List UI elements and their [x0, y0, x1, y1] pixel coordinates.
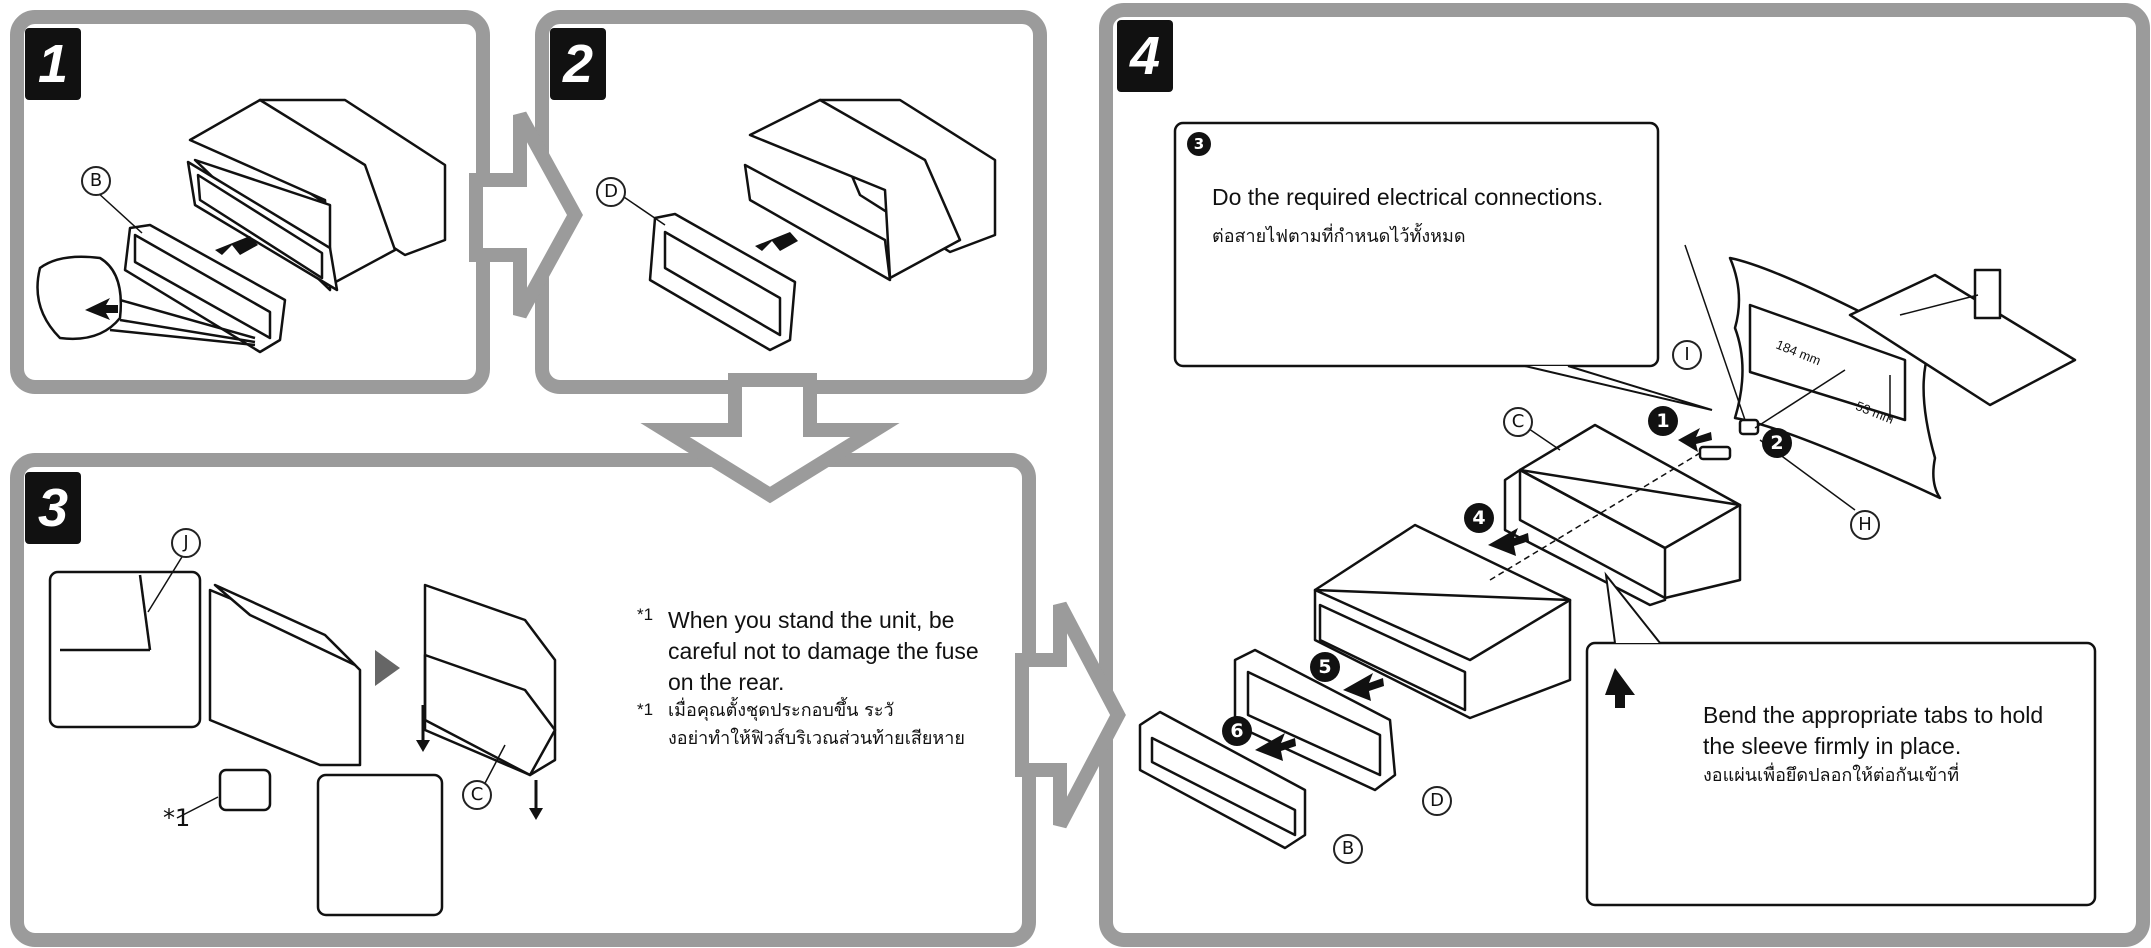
callout-step-3-badge: 3	[1187, 132, 1211, 156]
fuse-reference-marker: *1	[163, 804, 191, 832]
panel-4-frame	[1099, 3, 2150, 947]
panel-1-push-arrow	[85, 298, 118, 320]
callout-tabs-line-2: the sleeve firmly in place.	[1703, 733, 1962, 759]
part-b-callout-step4: B	[1333, 834, 1363, 864]
part-c-callout: C	[462, 780, 492, 810]
step3-note-line-2: careful not to damage the fuse	[668, 638, 979, 664]
callout-tabs-line-1: Bend the appropriate tabs to hold	[1703, 702, 2044, 728]
step3-note-thai-line-2: งอย่าทำให้ฟิวส์บริเวณส่วนท้ายเสียหาย	[668, 728, 965, 749]
step-badge-6: 6	[1222, 716, 1252, 746]
step-badge-4: 4	[1464, 503, 1494, 533]
part-d-callout-step4: D	[1422, 786, 1452, 816]
part-b-callout: B	[81, 166, 111, 196]
panel-3-down-arrows	[421, 705, 538, 812]
panel-4-step-arrows	[1255, 428, 1712, 761]
step3-note-english: When you stand the unit, be careful not …	[668, 605, 979, 698]
part-h-callout: H	[1850, 510, 1880, 540]
panel-2-artwork	[648, 98, 997, 352]
callout-tabs-thai: งอแผ่นเพื่อยึดปลอกให้ต่อกันเข้าที่	[1703, 765, 1960, 786]
panel-2-insert-arrow	[755, 232, 798, 251]
panel-3-rotate-arrow	[375, 650, 400, 686]
arrow-3-to-4	[1015, 601, 1126, 829]
panel-3-artwork	[48, 570, 557, 917]
step3-note-thai: เมื่อคุณตั้งชุดประกอบขึ้น ระวั งอย่าทำให…	[668, 697, 965, 753]
callout-connections-english: Do the required electrical connections.	[1212, 184, 1604, 210]
part-i-callout: I	[1672, 340, 1702, 370]
step3-note-line-1: When you stand the unit, be	[668, 607, 955, 633]
callout-connections-thai: ต่อสายไฟตามที่กำหนดไว้ทั้งหมด	[1212, 226, 1466, 247]
panel-1-artwork	[36, 98, 447, 354]
panel-3-label: 3	[25, 472, 81, 544]
panel-2-label: 2	[550, 28, 606, 100]
note-marker-en: *1	[637, 605, 654, 624]
part-c-callout-step4: C	[1503, 407, 1533, 437]
part-d-callout: D	[596, 177, 626, 207]
panel-4-label: 4	[1117, 20, 1173, 92]
panel-4-callout-pointers	[1524, 365, 1713, 644]
panel-1-pull-arrow	[215, 236, 258, 255]
step-badge-2: 2	[1762, 428, 1792, 458]
step-badge-5: 5	[1310, 652, 1340, 682]
panel-1-label: 1	[25, 28, 81, 100]
callout-tabs-english: Bend the appropriate tabs to hold the sl…	[1703, 700, 2043, 762]
note-marker-th: *1	[637, 700, 654, 719]
step3-note-thai-line-1: เมื่อคุณตั้งชุดประกอบขึ้น ระวั	[668, 700, 894, 721]
arrow-1-to-2	[469, 111, 583, 319]
step3-note-line-3: on the rear.	[668, 669, 785, 695]
panel-4-artwork	[1138, 121, 2097, 907]
arrow-2-to-3	[640, 373, 900, 504]
part-j-callout: J	[171, 528, 201, 558]
step-badge-1: 1	[1648, 406, 1678, 436]
